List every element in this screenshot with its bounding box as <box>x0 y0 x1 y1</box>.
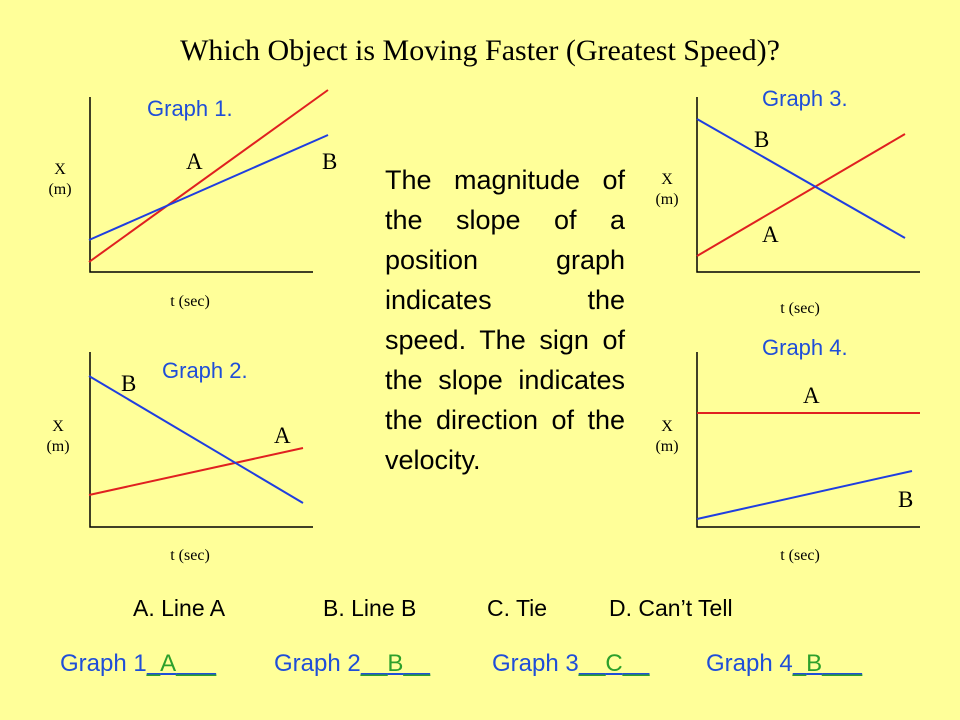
answer-graph4-blank: _B___ <box>792 650 863 677</box>
graph4-axes <box>696 352 920 528</box>
answer-graph1-blank: _A___ <box>146 650 217 677</box>
graph4-line-b <box>696 470 913 520</box>
answer-graph4-value: B <box>806 650 823 677</box>
graph4-title: Graph 4. <box>762 335 848 360</box>
answer-graph1-prefix: Graph 1 <box>60 650 147 677</box>
answer-graph4-prefix: Graph 4 <box>706 650 793 677</box>
graph3-ylabel-x: X <box>661 171 673 188</box>
answer-graph3-value: C <box>605 650 623 677</box>
graph1-label-a: A <box>186 149 203 174</box>
graph1-title: Graph 1. <box>147 96 233 121</box>
option-d: D. Can’t Tell <box>609 595 733 621</box>
graph2-axes <box>89 352 313 528</box>
answer-graph2-blank: __B__ <box>360 650 431 677</box>
graph2-title: Graph 2. <box>162 358 248 383</box>
graph3-label-a: A <box>762 222 779 247</box>
option-a: A. Line A <box>133 595 226 621</box>
graph3-xlabel: t (sec) <box>780 300 820 317</box>
graph4-label-a: A <box>803 383 820 408</box>
graph1-ylabel-unit: (m) <box>48 181 72 198</box>
answer-graph3-prefix: Graph 3 <box>492 650 579 677</box>
page-title: Which Object is Moving Faster (Greatest … <box>180 34 780 67</box>
graph3-ylabel-unit: (m) <box>655 191 679 208</box>
graph3-line-a <box>696 133 906 257</box>
graph3-line-b <box>696 118 906 239</box>
graph2-line-b <box>88 375 304 504</box>
graph3-label-b: B <box>754 127 770 152</box>
graph2-line-a <box>88 447 304 496</box>
graph3-axes <box>696 97 920 273</box>
graph1-axes <box>89 97 313 273</box>
graph4-label-b: B <box>898 487 914 512</box>
answer-graph2-prefix: Graph 2 <box>274 650 361 677</box>
graph2-ylabel-unit: (m) <box>46 438 70 455</box>
graph2-ylabel: X (m) <box>38 417 78 457</box>
graph4-ylabel-unit: (m) <box>655 438 679 455</box>
answer-graph2-value: B <box>387 650 404 677</box>
graph1-line-a <box>88 89 329 263</box>
option-c: C. Tie <box>487 595 548 621</box>
graph4-xlabel: t (sec) <box>780 547 820 564</box>
graph1-ylabel: X (m) <box>40 160 80 200</box>
answer-graph1-value: A <box>160 650 177 677</box>
graph4-ylabel: X (m) <box>647 417 687 457</box>
graph1-line-b <box>88 134 329 241</box>
graph1-label-b: B <box>322 149 338 174</box>
explanation-text: The magnitude of the slope of a position… <box>385 165 625 475</box>
answer-graph4: Graph 4_B___ <box>706 650 862 678</box>
graph2-ylabel-x: X <box>52 418 64 435</box>
graph3-ylabel: X (m) <box>647 170 687 210</box>
answer-graph2: Graph 2__B__ <box>274 650 430 678</box>
answer-graph3: Graph 3__C__ <box>492 650 649 678</box>
graph4-ylabel-x: X <box>661 418 673 435</box>
graph3-title: Graph 3. <box>762 86 848 111</box>
graph2-label-a: A <box>274 423 291 448</box>
answer-graph1: Graph 1_A___ <box>60 650 216 678</box>
graph2-label-b: B <box>121 371 137 396</box>
graph2-xlabel: t (sec) <box>170 547 210 564</box>
option-b: B. Line B <box>323 595 417 621</box>
graph1-ylabel-x: X <box>54 161 66 178</box>
graph1-xlabel: t (sec) <box>170 293 210 310</box>
answer-graph3-blank: __C__ <box>578 650 650 677</box>
